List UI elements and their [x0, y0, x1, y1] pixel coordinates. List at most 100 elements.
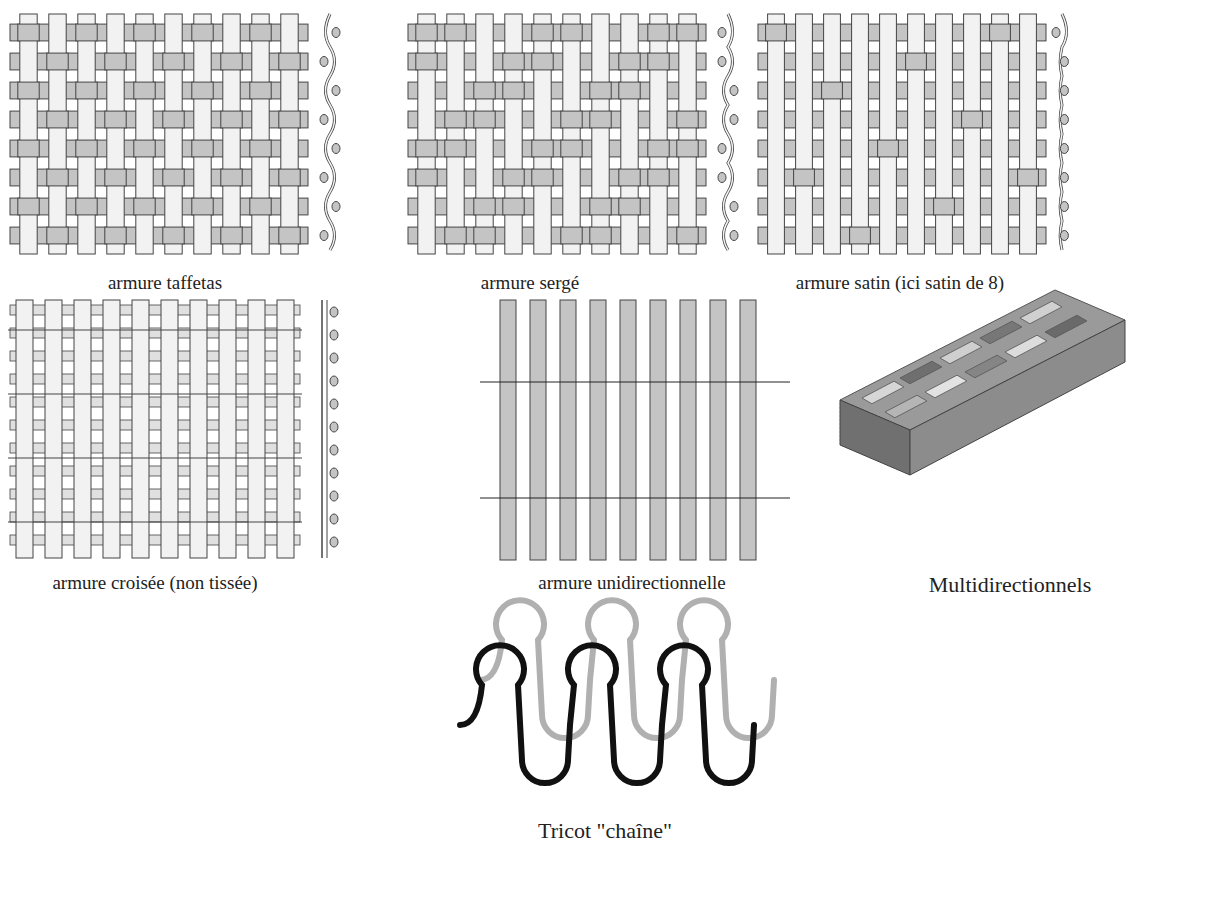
- warp-strip: [161, 300, 178, 558]
- serge-profile: [718, 14, 738, 250]
- profile-fiber: [1060, 115, 1068, 125]
- profile-fiber: [330, 468, 338, 478]
- fiber-strip: [650, 300, 666, 560]
- weft-float: [532, 53, 553, 70]
- weft-float: [134, 24, 155, 41]
- weft-float: [279, 111, 300, 128]
- weft-float: [250, 24, 271, 41]
- fiber-strip: [620, 300, 636, 560]
- weft-float: [619, 53, 640, 70]
- ply: [862, 381, 904, 404]
- warp-strip: [223, 14, 240, 254]
- fiber-strip: [530, 300, 546, 560]
- weft-float: [192, 24, 213, 41]
- weft-float: [76, 140, 97, 157]
- weft-float: [677, 111, 698, 128]
- profile-fiber: [718, 173, 726, 183]
- profile-fiber: [1060, 86, 1068, 96]
- caption-label: armure sergé: [481, 272, 579, 294]
- profile-fiber: [330, 307, 338, 317]
- profile-fiber: [1060, 57, 1068, 67]
- stitch-line: [8, 522, 302, 523]
- stack-front: [840, 400, 910, 475]
- profile-fiber: [730, 115, 738, 125]
- weft-float: [648, 53, 669, 70]
- weft-float: [47, 53, 68, 70]
- weft-float: [677, 227, 698, 244]
- stack-side: [910, 320, 1125, 475]
- profile-fiber: [730, 86, 738, 96]
- profile-yarn-core: [724, 14, 733, 250]
- profile-fiber: [330, 422, 338, 432]
- weft-float: [850, 227, 871, 244]
- weft-float: [474, 198, 495, 215]
- warp-strip: [107, 14, 124, 254]
- weft-float: [105, 169, 126, 186]
- weft-float: [503, 82, 524, 99]
- weft-strip: [408, 24, 706, 41]
- warp-strip: [45, 300, 62, 558]
- ply: [900, 361, 942, 384]
- warp-strip: [74, 300, 91, 558]
- profile-fiber: [330, 514, 338, 524]
- profile-fiber: [730, 202, 738, 212]
- warp-strip: [277, 300, 294, 558]
- weft-float: [105, 111, 126, 128]
- warp-strip: [281, 14, 298, 254]
- weft-float: [76, 24, 97, 41]
- weft-float: [163, 227, 184, 244]
- ply: [1020, 301, 1062, 324]
- profile-fiber: [718, 57, 726, 67]
- crossed-plies: [8, 300, 338, 558]
- warp-strip: [650, 14, 667, 254]
- weft-float: [76, 198, 97, 215]
- profile-fiber: [330, 445, 338, 455]
- caption-label: armure taffetas: [108, 272, 222, 294]
- profile-yarn-core: [326, 14, 335, 250]
- weft-float: [906, 53, 927, 70]
- weft-float: [250, 140, 271, 157]
- warp-strip: [880, 14, 897, 254]
- profile-fiber: [332, 86, 340, 96]
- weft-float: [648, 169, 669, 186]
- profile-yarn: [724, 14, 733, 250]
- profile-fiber: [320, 173, 328, 183]
- profile-fiber: [320, 115, 328, 125]
- weft-float: [163, 111, 184, 128]
- warp-strip: [78, 14, 95, 254]
- weft-float: [648, 140, 669, 157]
- warp-strip: [103, 300, 120, 558]
- ply: [980, 321, 1022, 344]
- weft-float: [648, 24, 669, 41]
- stitch-line: [8, 330, 302, 331]
- warp-strip: [824, 14, 841, 254]
- weft-float: [474, 111, 495, 128]
- warp-strip: [132, 300, 149, 558]
- profile-fiber: [330, 399, 338, 409]
- weft-float: [561, 111, 582, 128]
- warp-strip: [964, 14, 981, 254]
- fiber-strip: [560, 300, 576, 560]
- fiber-strip: [500, 300, 516, 560]
- weft-float: [192, 198, 213, 215]
- warp-strip: [418, 14, 435, 254]
- profile-fiber: [330, 537, 338, 547]
- profile-fiber: [718, 144, 726, 154]
- weft-float: [590, 227, 611, 244]
- profile-fiber: [1060, 173, 1068, 183]
- fiber-strip: [680, 300, 696, 560]
- weft-float: [134, 140, 155, 157]
- weft-float: [532, 169, 553, 186]
- weft-float: [18, 198, 39, 215]
- weft-float: [590, 198, 611, 215]
- weft-float: [18, 140, 39, 157]
- warp-strip: [219, 300, 236, 558]
- weft-float: [561, 227, 582, 244]
- profile-fiber: [1052, 28, 1060, 38]
- ply: [940, 341, 982, 364]
- warp-strip: [476, 14, 493, 254]
- fiber-strip: [590, 300, 606, 560]
- warp-strip: [16, 300, 33, 558]
- caption-label: Tricot "chaîne": [538, 818, 672, 844]
- profile-fiber: [330, 330, 338, 340]
